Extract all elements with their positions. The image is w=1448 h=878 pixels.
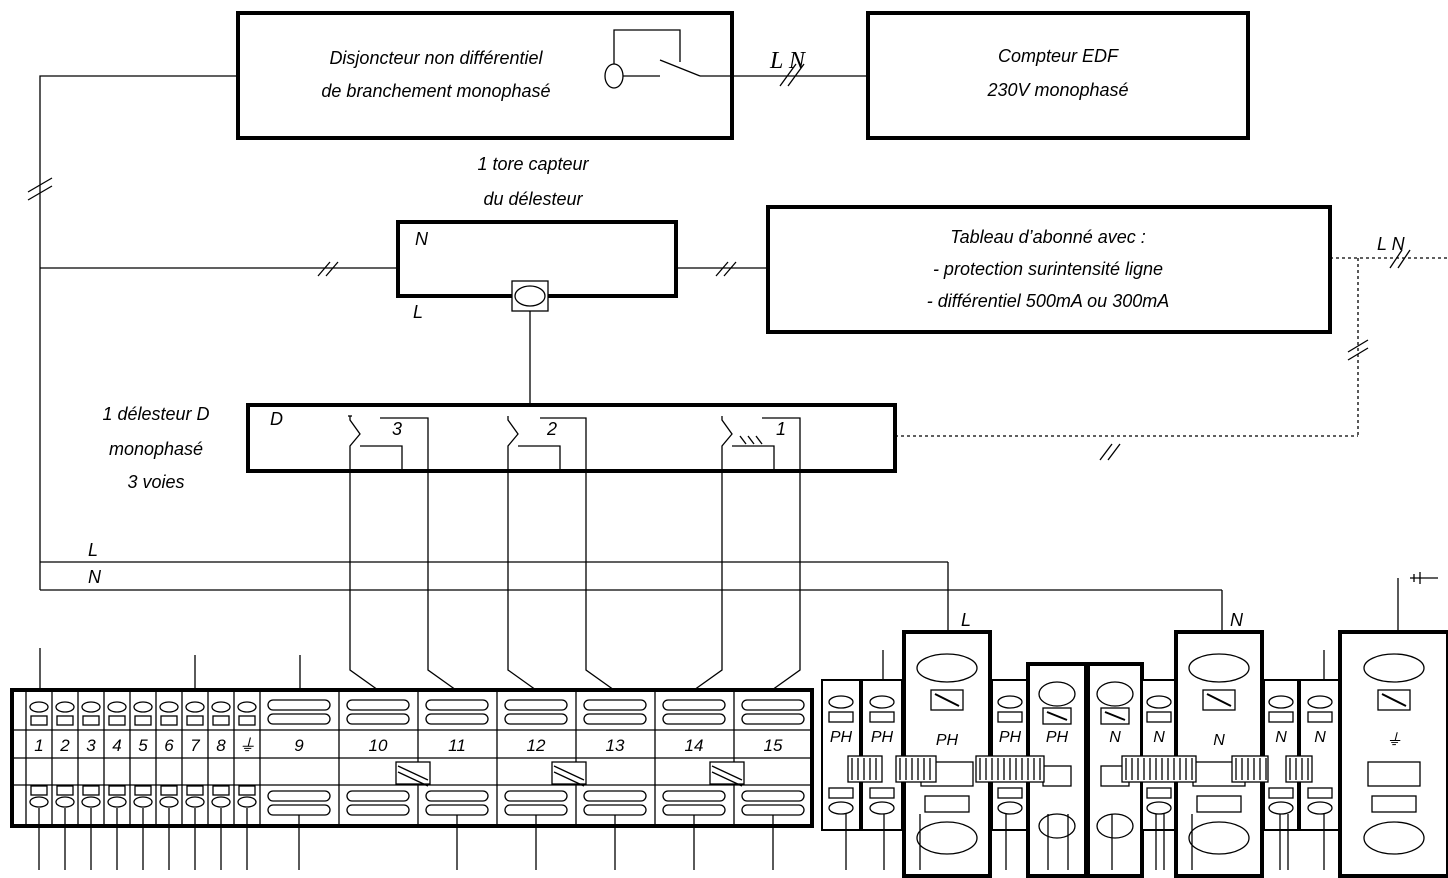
bus-n-label: N (88, 567, 102, 587)
block-9-label: N (1275, 729, 1287, 746)
delesteur-label-1: 1 délesteur D (102, 404, 209, 424)
block-7: N (1141, 679, 1177, 831)
bridge-block-3 (709, 761, 745, 787)
block-7-label: N (1153, 729, 1165, 746)
terminal-8-label: 8 (216, 736, 226, 755)
block-6-label: N (1109, 729, 1121, 746)
compteur-label-2: 230V monophasé (986, 80, 1128, 100)
tore-label-2: du délesteur (483, 189, 583, 209)
bridge-block-1 (395, 761, 431, 787)
tableau-label-1: Tableau d’abonné avec : (950, 227, 1146, 247)
block-11: ⏚ (1338, 630, 1448, 878)
block-5-label: PH (1046, 729, 1069, 746)
tore-n-label: N (415, 229, 429, 249)
terminal-10: 10 (338, 690, 410, 826)
delesteur-d-letter: D (270, 409, 283, 429)
terminal-6-label: 6 (164, 736, 174, 755)
spring-link-3 (975, 755, 1045, 783)
bridge-block-2 (551, 761, 587, 787)
terminal-9: 9 (259, 690, 331, 870)
relay-contact-3 (348, 415, 429, 650)
compteur-label-1: Compteur EDF (998, 46, 1119, 66)
terminal-4-label: 4 (112, 736, 121, 755)
terminal-13: 13 (575, 690, 647, 870)
tore-l-label: L (413, 302, 423, 322)
terminal-4: 4 (103, 690, 127, 870)
delesteur-box (246, 403, 897, 473)
disjoncteur-label-2: de branchement monophasé (321, 81, 550, 101)
compteur-box (866, 11, 1250, 140)
distribution-blocks: PH PH PH PH PH N N N N N ⏚ (821, 630, 1448, 878)
terminal-12: 12 (496, 690, 568, 870)
terminal-7-label: 7 (190, 736, 200, 755)
bus-l-label: L (88, 540, 98, 560)
block-2-label: PH (871, 729, 894, 746)
spring-link-4 (1121, 755, 1197, 783)
block-8-label: N (1213, 732, 1225, 749)
terminal-1: 1 (25, 690, 49, 870)
ln-top-label: L N (769, 48, 807, 74)
terminal-9: ⏚ (233, 690, 257, 870)
channel-1-label: 1 (776, 419, 786, 439)
terminal-2-label: 2 (59, 736, 70, 755)
terminal-8: 8 (207, 690, 231, 870)
block-11-label: ⏚ (1386, 732, 1402, 749)
channel-3-label: 3 (392, 419, 402, 439)
terminal-14-label: 14 (685, 736, 704, 755)
tableau-label-2: - protection surintensité ligne (933, 259, 1163, 279)
terminal-11-label: 11 (448, 736, 466, 755)
terminal-15: 15 (733, 690, 805, 870)
block-8: N (1174, 630, 1264, 878)
block-10-label: N (1314, 729, 1326, 746)
delesteur-label-3: 3 voies (127, 472, 184, 492)
terminal-5: 5 (129, 690, 153, 870)
terminal-1-label: 1 (34, 736, 43, 755)
block-1-label: PH (830, 729, 853, 746)
spring-link-1 (847, 755, 883, 783)
block-3-label: PH (936, 732, 959, 749)
disjoncteur-label-1: Disjoncteur non différentiel (329, 48, 543, 68)
terminal-11: 11 (417, 690, 489, 870)
terminal-5-label: 5 (138, 736, 148, 755)
block-3: PH (902, 630, 992, 878)
block-10: N (1299, 679, 1341, 831)
block-9: N (1263, 679, 1299, 831)
delesteur-label-2: monophasé (109, 439, 203, 459)
terminal-15-label: 15 (764, 736, 783, 755)
block-1: PH (821, 679, 861, 831)
terminal-3: 3 (77, 690, 101, 870)
terminal-9-label: ⏚ (239, 736, 256, 755)
terminal-6: 6 (155, 690, 179, 870)
relay-contact-1 (721, 416, 801, 650)
channel-2-label: 2 (546, 419, 557, 439)
terminal-12-label: 12 (527, 736, 546, 755)
block-2: PH (861, 679, 903, 831)
tore-label-1: 1 tore capteur (477, 154, 589, 174)
ln-right-label: L N (1377, 234, 1406, 254)
tableau-box (766, 205, 1332, 334)
spring-link-2 (895, 755, 937, 783)
terminal-10-label: 10 (369, 736, 388, 755)
spring-link-5 (1231, 755, 1269, 783)
terminal-7: 7 (181, 690, 205, 870)
relay-contact-2 (507, 416, 587, 650)
terminal-9-label: 9 (294, 736, 304, 755)
wide-terminals: 9 10 11 12 13 14 15 (259, 690, 805, 870)
block-4-label: PH (999, 729, 1022, 746)
feed-l-label: L (961, 610, 971, 630)
feed-n-label: N (1230, 610, 1244, 630)
terminal-13-label: 13 (606, 736, 625, 755)
terminal-3-label: 3 (86, 736, 96, 755)
tableau-label-3: - différentiel 500mA ou 300mA (927, 291, 1169, 311)
terminal-2: 2 (51, 690, 75, 870)
terminal-14: 14 (654, 690, 726, 870)
bottom-wires (845, 814, 1325, 870)
spring-link-6 (1285, 755, 1313, 783)
block-4: PH (991, 679, 1029, 831)
breaker-symbol (604, 29, 732, 89)
